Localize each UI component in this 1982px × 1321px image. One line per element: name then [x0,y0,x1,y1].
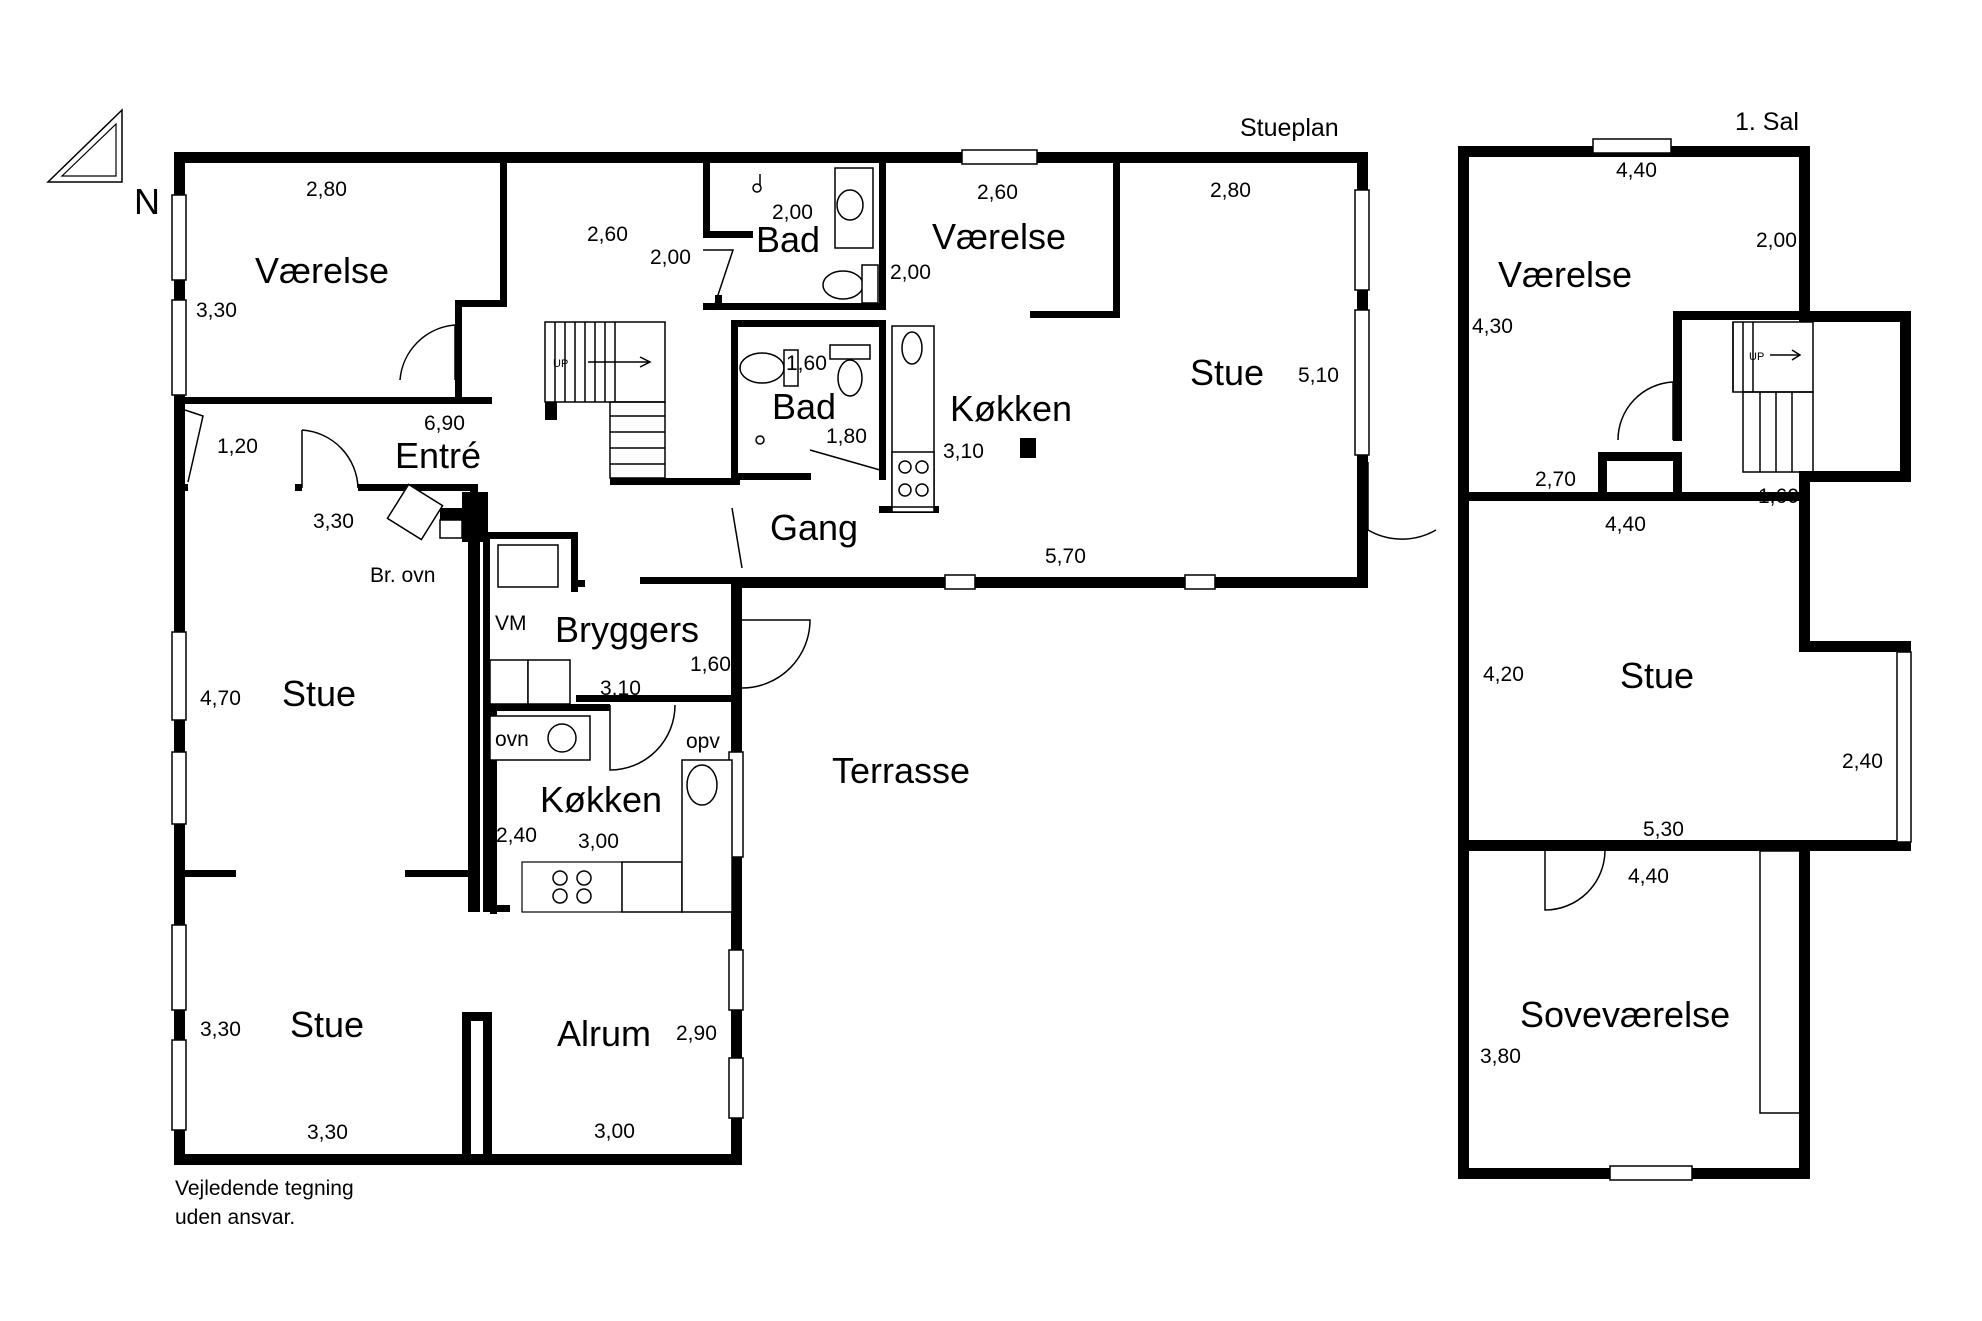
dim-label: 3,30 [307,1121,348,1144]
room-vaerelse-nw: Værelse [255,250,389,291]
room-gang: Gang [770,507,858,548]
room-f-sovevaerelse: Soveværelse [1520,994,1730,1035]
dim-label: 2,80 [1210,179,1251,202]
label-ovn: ovn [495,728,529,751]
dim-label: 4,20 [1483,663,1524,686]
disclaimer-line-2: uden ansvar. [175,1206,295,1229]
label-up-first: UP [1749,351,1764,363]
ground-floor-fixtures [386,167,1036,913]
dim-label: 2,40 [1842,750,1883,773]
room-entre: Entré [395,435,481,476]
dim-label: 3,00 [594,1120,635,1143]
ground-floor-windows [171,149,1370,1131]
dim-label: 2,00 [890,261,931,284]
dim-label: 3,30 [313,510,354,533]
ground-floor-doors [184,249,1437,771]
dim-label: 2,00 [650,246,691,269]
dim-label: 1,20 [217,435,258,458]
north-arrow [46,108,123,183]
room-vaerelse-n: Værelse [932,216,1066,257]
dim-label: 1,60 [690,653,731,676]
first-floor-windows [1592,138,1912,1181]
dim-label: 1,60 [1758,485,1799,508]
dim-label: 5,30 [1643,818,1684,841]
room-terrasse: Terrasse [832,750,970,791]
room-f-vaerelse: Værelse [1498,254,1632,295]
room-bad-mid: Bad [772,386,836,427]
dim-label: 4,40 [1616,159,1657,182]
room-bryggers: Bryggers [555,609,699,650]
north-label: N [134,181,160,222]
label-opv: opv [686,730,720,753]
dim-label: 1,60 [786,352,827,375]
dim-label: 2,70 [1535,468,1576,491]
room-stue-w: Stue [282,673,356,714]
dim-label: 2,60 [587,223,628,246]
room-kokken-e: Køkken [950,388,1072,429]
dim-label: 5,10 [1298,364,1339,387]
dim-label: 3,00 [578,830,619,853]
first-floor-fixtures [1544,321,1814,1114]
first-floor-title: 1. Sal [1735,108,1799,136]
label-vm: VM [495,612,527,635]
dim-label: 2,00 [772,201,813,224]
room-alrum: Alrum [557,1013,651,1054]
dim-label: 3,10 [943,440,984,463]
dim-label: 1,80 [826,425,867,448]
disclaimer-line-1: Vejledende tegning [175,1177,354,1200]
dim-label: 2,40 [496,824,537,847]
room-f-stue: Stue [1620,655,1694,696]
label-br-ovn: Br. ovn [370,564,435,587]
dim-label: 2,80 [306,178,347,201]
dim-label: 3,30 [196,299,237,322]
dim-label: 4,40 [1605,513,1646,536]
room-stue-e: Stue [1190,352,1264,393]
room-bad-top: Bad [756,219,820,260]
dim-label: 2,00 [1756,229,1797,252]
dim-label: 6,90 [424,412,465,435]
dim-label: 3,10 [600,677,641,700]
dim-label: 4,70 [200,687,241,710]
dim-label: 3,30 [200,1018,241,1041]
dim-label: 3,80 [1480,1045,1521,1068]
dim-label: 4,30 [1472,315,1513,338]
room-stue-sw: Stue [290,1004,364,1045]
room-kokken-w: Køkken [540,779,662,820]
dim-label: 4,40 [1628,865,1669,888]
dim-label: 2,60 [977,181,1018,204]
dim-label: 2,90 [676,1022,717,1045]
label-up-ground: UP [553,358,568,370]
dim-label: 5,70 [1045,545,1086,568]
ground-floor-title: Stueplan [1240,114,1339,142]
